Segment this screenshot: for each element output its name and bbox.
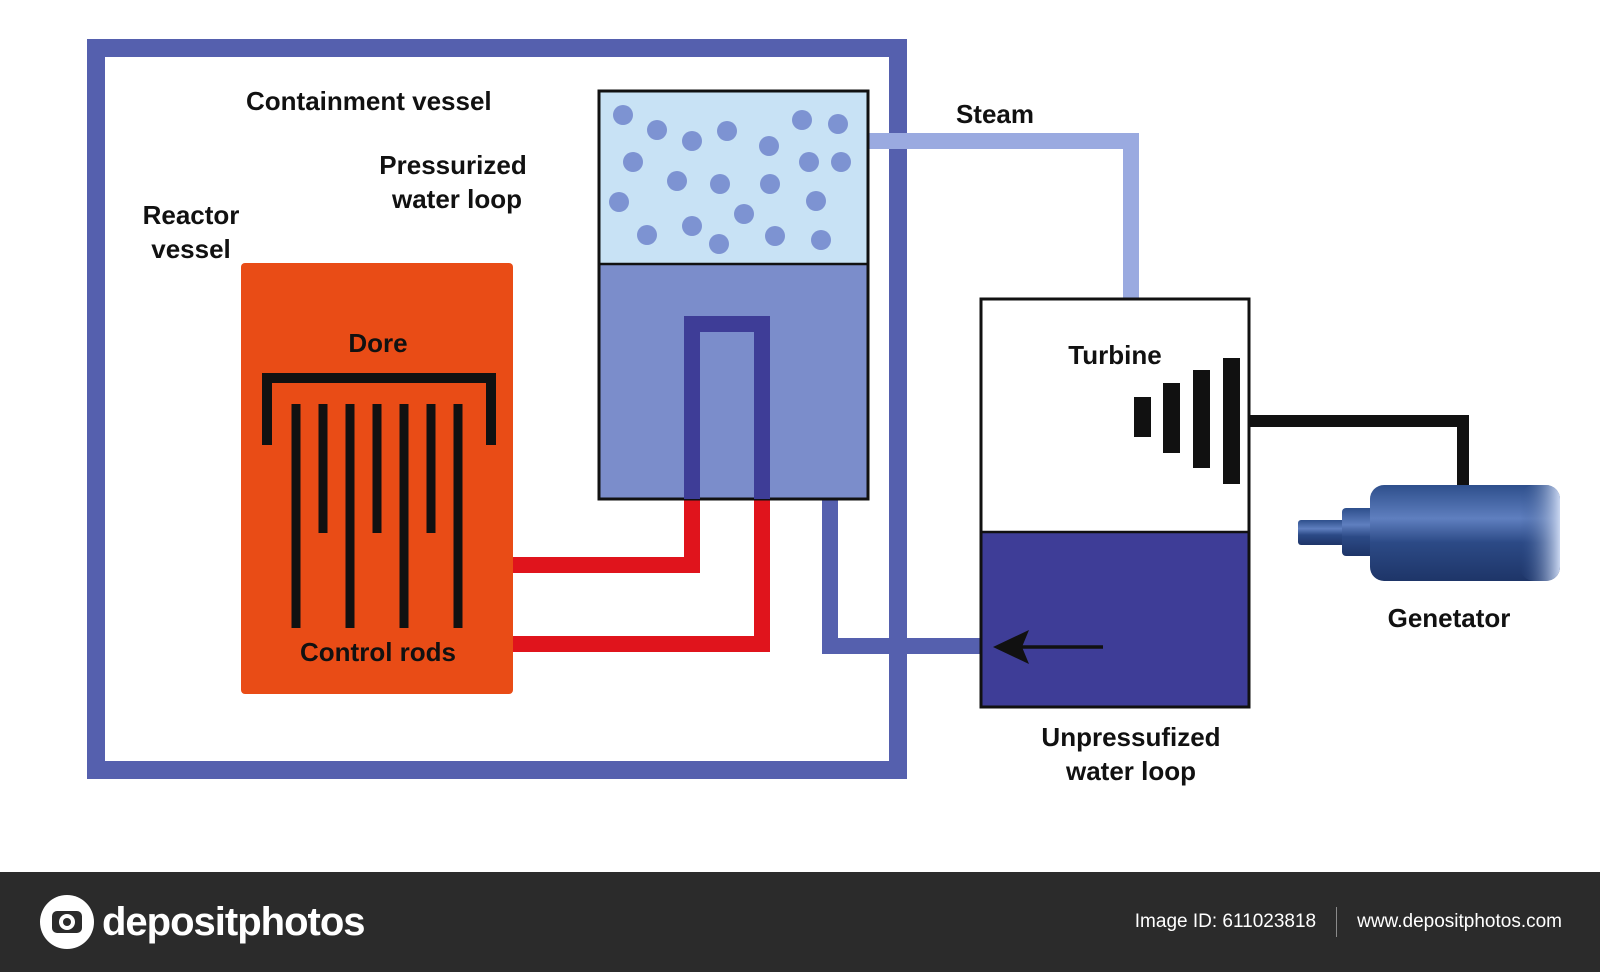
turbine-blades (1134, 358, 1240, 484)
watermark-footer: depositphotos Image ID: 611023818 www.de… (0, 872, 1600, 972)
reactor-vessel-label: Reactor (143, 200, 240, 230)
reactor-vessel-label-2: vessel (151, 234, 231, 264)
containment-vessel-label: Containment vessel (246, 86, 492, 116)
steam-bubble (637, 225, 657, 245)
steam-generator-outline (597, 89, 870, 501)
heat-exchanger-tube (684, 316, 770, 499)
image-id: Image ID: 611023818 (1134, 911, 1317, 932)
steam-bubble (682, 216, 702, 236)
camera-logo-icon (40, 895, 94, 949)
steam-bubble (682, 131, 702, 151)
footer-info: Image ID: 611023818 www.depositphotos.co… (1135, 907, 1562, 937)
footer-divider (1336, 907, 1338, 937)
brand: depositphotos (40, 895, 366, 949)
steam-bubble (623, 152, 643, 172)
reactor-diagram: Containment vessel Pressurized water loo… (87, 39, 1560, 786)
control-rods-label: Control rods (300, 637, 456, 667)
steam-bubble (609, 192, 629, 212)
steam-bubble (799, 152, 819, 172)
steam-bubble (710, 174, 730, 194)
hot-leg-pipe (512, 490, 700, 573)
containment-vessel (87, 39, 907, 779)
turbine-blade (1193, 370, 1210, 468)
turbine-unit (979, 297, 1251, 709)
turbine-label: Turbine (1068, 340, 1161, 370)
steam-bubble (734, 204, 754, 224)
steam-label: Steam (956, 99, 1034, 129)
turbine-blade (1134, 397, 1151, 437)
pressurized-loop-label: Pressurized (379, 150, 526, 180)
control-rod-bracket (262, 373, 496, 445)
steam-bubbles (609, 105, 851, 254)
turbine-housing (979, 297, 1251, 709)
steam-bubble (828, 114, 848, 134)
condensate-water (981, 532, 1249, 707)
steam-bubble (760, 174, 780, 194)
website-link[interactable]: www.depositphotos.com (1357, 911, 1562, 932)
steam-bubble (831, 152, 851, 172)
pressurized-loop-label-2: water loop (391, 184, 522, 214)
control-rod-assembly (262, 373, 496, 628)
unpressurized-loop-label-2: water loop (1065, 756, 1196, 786)
generator-body (1370, 485, 1560, 581)
steam-bubble (759, 136, 779, 156)
steam-bubble (717, 121, 737, 141)
brand-name: depositphotos (102, 899, 366, 944)
turbine-shaft (1249, 415, 1469, 487)
steam-bubble (806, 191, 826, 211)
generator-end-cap (1520, 485, 1560, 581)
turbine-blade (1163, 383, 1180, 453)
steam-pipe (868, 133, 1139, 300)
steam-bubble (647, 120, 667, 140)
cold-leg-pipe (512, 490, 770, 652)
steam-bubble (667, 171, 687, 191)
steam-generator (597, 89, 870, 501)
steam-bubble (811, 230, 831, 250)
return-water-pipe (822, 497, 980, 654)
generator (1298, 485, 1560, 581)
generator-label: Genetator (1388, 603, 1511, 633)
core-label: Dore (348, 328, 407, 358)
flow-arrow-icon (993, 630, 1029, 664)
steam-bubble (792, 110, 812, 130)
turbine-blade (1223, 358, 1240, 484)
unpressurized-loop-label: Unpressufized (1041, 722, 1220, 752)
steam-bubble (709, 234, 729, 254)
steam-bubble (613, 105, 633, 125)
steam-bubble (765, 226, 785, 246)
generator-water (599, 264, 868, 499)
